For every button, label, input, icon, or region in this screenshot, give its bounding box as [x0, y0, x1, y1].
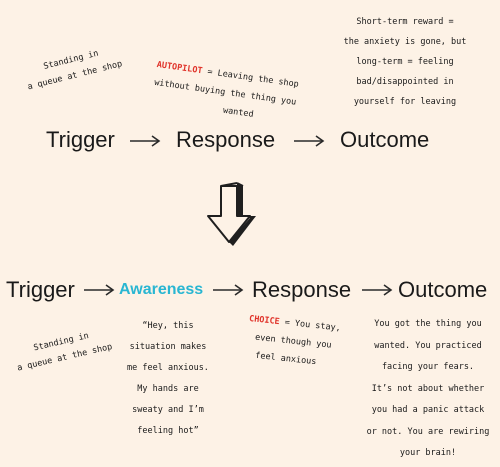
awareness-note: “Hey, this situation makes me feel anxio…	[108, 316, 228, 442]
down-arrow-icon	[207, 182, 256, 246]
bottom-response-label: Response	[252, 277, 352, 302]
note-line: You got the thing you	[374, 319, 482, 329]
top-trigger-label: Trigger	[46, 127, 115, 152]
note-line: your brain!	[399, 448, 457, 458]
choice-keyword: CHOICE	[248, 313, 281, 328]
note-line: situation makes	[129, 342, 207, 352]
bottom-outcome-label: Outcome	[398, 277, 488, 302]
right-arrow-icon	[213, 284, 244, 296]
note-line: me feel anxious.	[127, 363, 209, 373]
note-line: It’s not about whether	[371, 383, 485, 394]
bottom-trigger-label: Trigger	[6, 277, 75, 302]
top-response-note: AUTOPILOT = Leaving the shop without buy…	[150, 56, 300, 129]
note-line: Short-term reward =	[356, 17, 454, 27]
right-arrow-icon	[84, 284, 115, 296]
note-line: you had a panic attack	[371, 405, 485, 415]
top-outcome-label: Outcome	[340, 127, 430, 152]
right-arrow-icon	[294, 135, 325, 147]
top-response-label: Response	[176, 127, 276, 152]
right-arrow-icon	[130, 135, 161, 147]
note-line: or not. You are rewiring	[366, 426, 490, 437]
awareness-label: Awareness	[119, 281, 204, 298]
bottom-response-note: CHOICE = You stay, even though you feel …	[244, 310, 342, 373]
bottom-outcome-note: You got the thing you wanted. You practi…	[358, 314, 498, 465]
note-line: the anxiety is gone, but	[343, 37, 467, 47]
note-line: bad/disappointed in	[356, 77, 454, 87]
top-trigger-note: Standing in a queue at the shop	[16, 39, 130, 97]
right-arrow-icon	[362, 284, 393, 296]
bottom-trigger-note: Standing in a queue at the shop	[6, 322, 120, 378]
note-line: yourself for leaving	[353, 97, 457, 107]
top-outcome-note: Short-term reward = the anxiety is gone,…	[330, 12, 480, 112]
note-line: wanted. You practiced	[374, 340, 482, 351]
note-text: = You stay,	[279, 317, 342, 334]
note-line: My hands are	[137, 384, 199, 394]
autopilot-keyword: AUTOPILOT	[156, 59, 204, 77]
note-line: “Hey, this	[142, 321, 194, 331]
note-line: facing your fears.	[381, 362, 475, 372]
note-line: sweaty and I’m	[132, 405, 204, 415]
note-line: feeling hot”	[137, 426, 199, 436]
note-line: long-term = feeling	[356, 57, 454, 67]
